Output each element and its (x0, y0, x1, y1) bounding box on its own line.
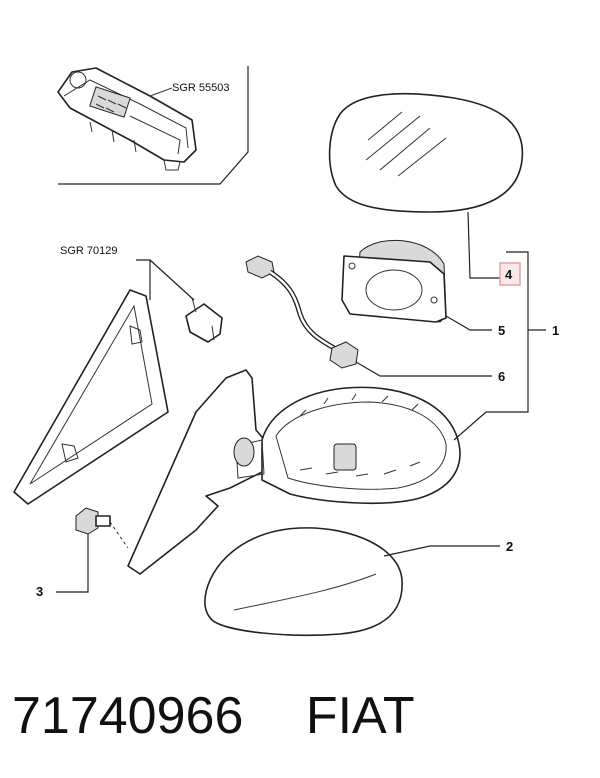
mirror-glass (328, 92, 524, 213)
wiring-harness (245, 255, 359, 369)
window-switch-panel (57, 67, 197, 171)
leader-5 (445, 315, 492, 331)
switch-panel-inset: SGR 55503 (57, 66, 249, 185)
mounting-screw (75, 507, 111, 535)
callout-4-highlight: 4 (499, 262, 521, 286)
leader-70129 (136, 259, 195, 301)
callout-6: 6 (498, 369, 505, 384)
leader-3 (56, 534, 89, 593)
mirror-cover-cap (204, 527, 403, 636)
brand-name: FIAT (305, 687, 415, 745)
retaining-clip (185, 297, 223, 343)
bracket-ref-label: SGR 70129 (60, 245, 117, 257)
leader-2 (383, 545, 500, 557)
triangle-trim (13, 289, 169, 505)
screw-axis (109, 521, 129, 549)
part-number: 71740966 (12, 687, 244, 745)
leader-4 (467, 211, 500, 279)
group-bracket (506, 251, 529, 413)
exploded-parts-diagram: SGR 55503 4 1 5 6 (13, 66, 559, 636)
callout-1: 1 (552, 323, 559, 338)
switch-ref-label: SGR 55503 (172, 82, 229, 94)
part-footer: 71740966 FIAT (12, 676, 592, 756)
callout-2: 2 (506, 539, 513, 554)
callout-3: 3 (36, 584, 43, 599)
callout-4: 4 (505, 267, 513, 282)
callout-5: 5 (498, 323, 505, 338)
leader-housing (453, 411, 506, 441)
leader-6 (355, 361, 492, 377)
mirror-heater-plate (341, 239, 447, 323)
mirror-housing (127, 369, 461, 575)
